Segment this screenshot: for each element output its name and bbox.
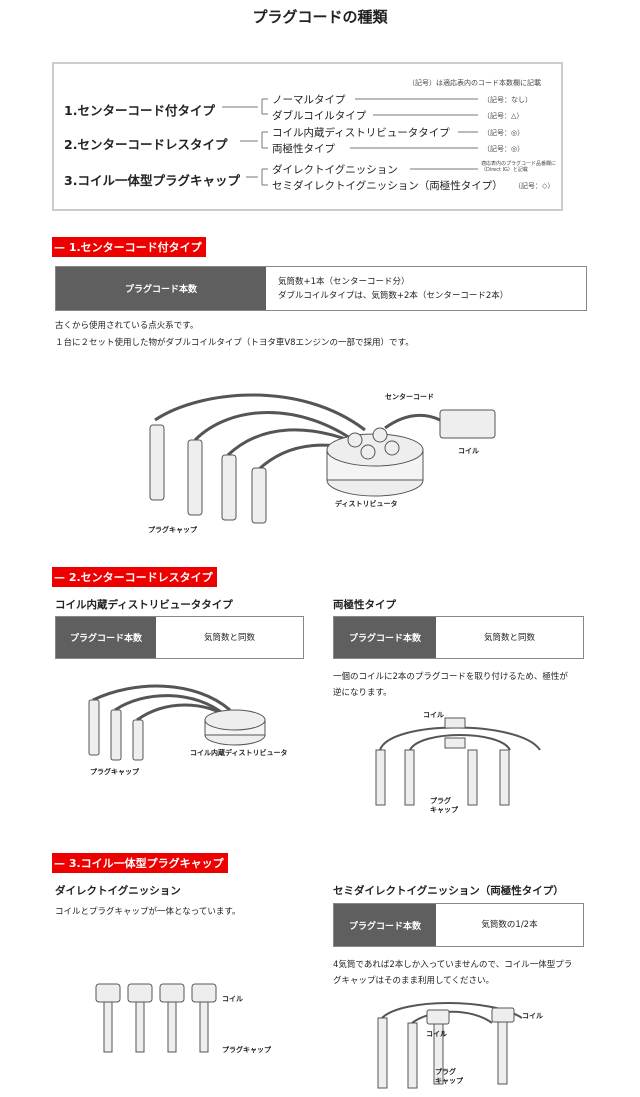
label-plug-cap: プラグ キャップ [435,1068,463,1085]
type-direct: ダイレクトイグニッション [272,164,398,176]
direct-ignition-illustration [95,983,217,1053]
s2-left-table: プラグコード本数 気筒数と同数 [55,616,304,659]
category-1: 1.センターコード付タイプ [64,103,215,118]
s2-right-title: 両極性タイプ [333,599,396,611]
overview-diagram [52,62,563,211]
bipolar-illustration [375,717,541,806]
label-coil: コイル [423,711,444,719]
symbol: （記号：◎） [483,145,525,153]
s1-table: プラグコード本数 気筒数+1本（センターコード分） ダブルコイルタイプは、気筒数+… [55,266,587,311]
symbol: （記号：なし） [483,96,532,104]
table-header: プラグコード本数 [56,617,156,658]
s3-text: グキャップはそのまま利用してください。 [333,976,494,986]
label-coil: コイル [222,995,243,1003]
symbol: （記号：△） [483,112,524,120]
page-title: プラグコードの種類 [252,8,388,26]
type-double-coil: ダブルコイルタイプ [272,110,367,122]
label-coil: コイル [458,447,479,455]
category-2: 2.センターコードレスタイプ [64,137,228,152]
label-coil-distributor: コイル内蔵ディストリビュータ [190,749,288,757]
overview-note: （記号）は適応表内のコード本数欄に記載 [408,79,541,87]
s2-right-table: プラグコード本数 気筒数と同数 [333,616,584,659]
section-1-heading-text: 1.センターコード付タイプ [68,241,202,254]
section-3-heading: — 3.コイル一体型プラグキャップ [52,853,228,873]
label-coil: コイル [426,1030,447,1038]
symbol: （記号：◎） [483,129,525,137]
label-plug-cap: プラグキャップ [148,526,197,534]
s1-text: １台に２セット使用した物がダブルコイルタイプ（トヨタ車V8エンジンの一部で採用）… [55,338,414,348]
semi-direct-illustration [377,1002,523,1089]
table-value: 気筒数+1本（センターコード分） ダブルコイルタイプは、気筒数+2本（センターコー… [266,267,586,310]
s3-right-table: プラグコード本数 気筒数の1/2本 [333,903,584,947]
table-header: プラグコード本数 [56,267,266,310]
type-normal: ノーマルタイプ [272,94,346,106]
section-2-heading: — 2.センターコードレスタイプ [52,567,217,587]
s3-left-title: ダイレクトイグニッション [55,885,181,897]
table-value: 気筒数の1/2本 [481,920,538,930]
s3-right-title: セミダイレクトイグニッション（両極性タイプ） [333,885,564,897]
label-distributor: ディストリビュータ [335,500,398,508]
value-line: ダブルコイルタイプは、気筒数+2本（センターコード2本） [278,290,509,301]
s2-left-title: コイル内蔵ディストリビュータタイプ [55,599,233,611]
table-header: プラグコード本数 [334,904,436,946]
type-coil-dist: コイル内蔵ディストリビュータタイプ [272,127,450,139]
label-coil: コイル [522,1012,543,1020]
type-bipolar: 両極性タイプ [272,143,335,155]
overview-connectors [222,98,478,186]
section-3-heading-text: 3.コイル一体型プラグキャップ [68,857,224,870]
coil-distributor-illustration [88,684,266,761]
symbol: （記号：◇） [514,182,555,190]
section-2-heading-text: 2.センターコードレスタイプ [68,571,213,584]
table-value: 気筒数と同数 [203,632,255,643]
s3-left-text: コイルとプラグキャップが一体となっています。 [55,907,241,917]
value-line: 気筒数+1本（センターコード分） [278,276,410,287]
distributor-illustration [149,393,496,524]
label-plug-cap: プラグキャップ [90,768,139,776]
type-semi-direct: セミダイレクトイグニッション（両極性タイプ） [272,180,503,192]
symbol: 適応表内のプラグコード品番欄に（Direct IG）と記載 [481,161,557,173]
s1-text: 古くから使用されている点火系です。 [55,321,199,331]
s2-text: 一個のコイルに2本のプラグコードを取り付けるため、極性が [333,672,568,682]
category-3: 3.コイル一体型プラグキャップ [64,173,240,188]
label-plug-cap: プラグ キャップ [430,797,458,814]
table-value: 気筒数と同数 [483,632,535,643]
label-plug-cap: プラグキャップ [222,1046,271,1054]
s3-text: 4気筒であれば2本しか入っていませんので、コイル一体型プラ [333,960,573,970]
label-center-cord: センターコード [385,393,434,401]
s2-text: 逆になります。 [333,688,392,698]
section-1-heading: — 1.センターコード付タイプ [52,237,206,257]
table-header: プラグコード本数 [334,617,436,658]
